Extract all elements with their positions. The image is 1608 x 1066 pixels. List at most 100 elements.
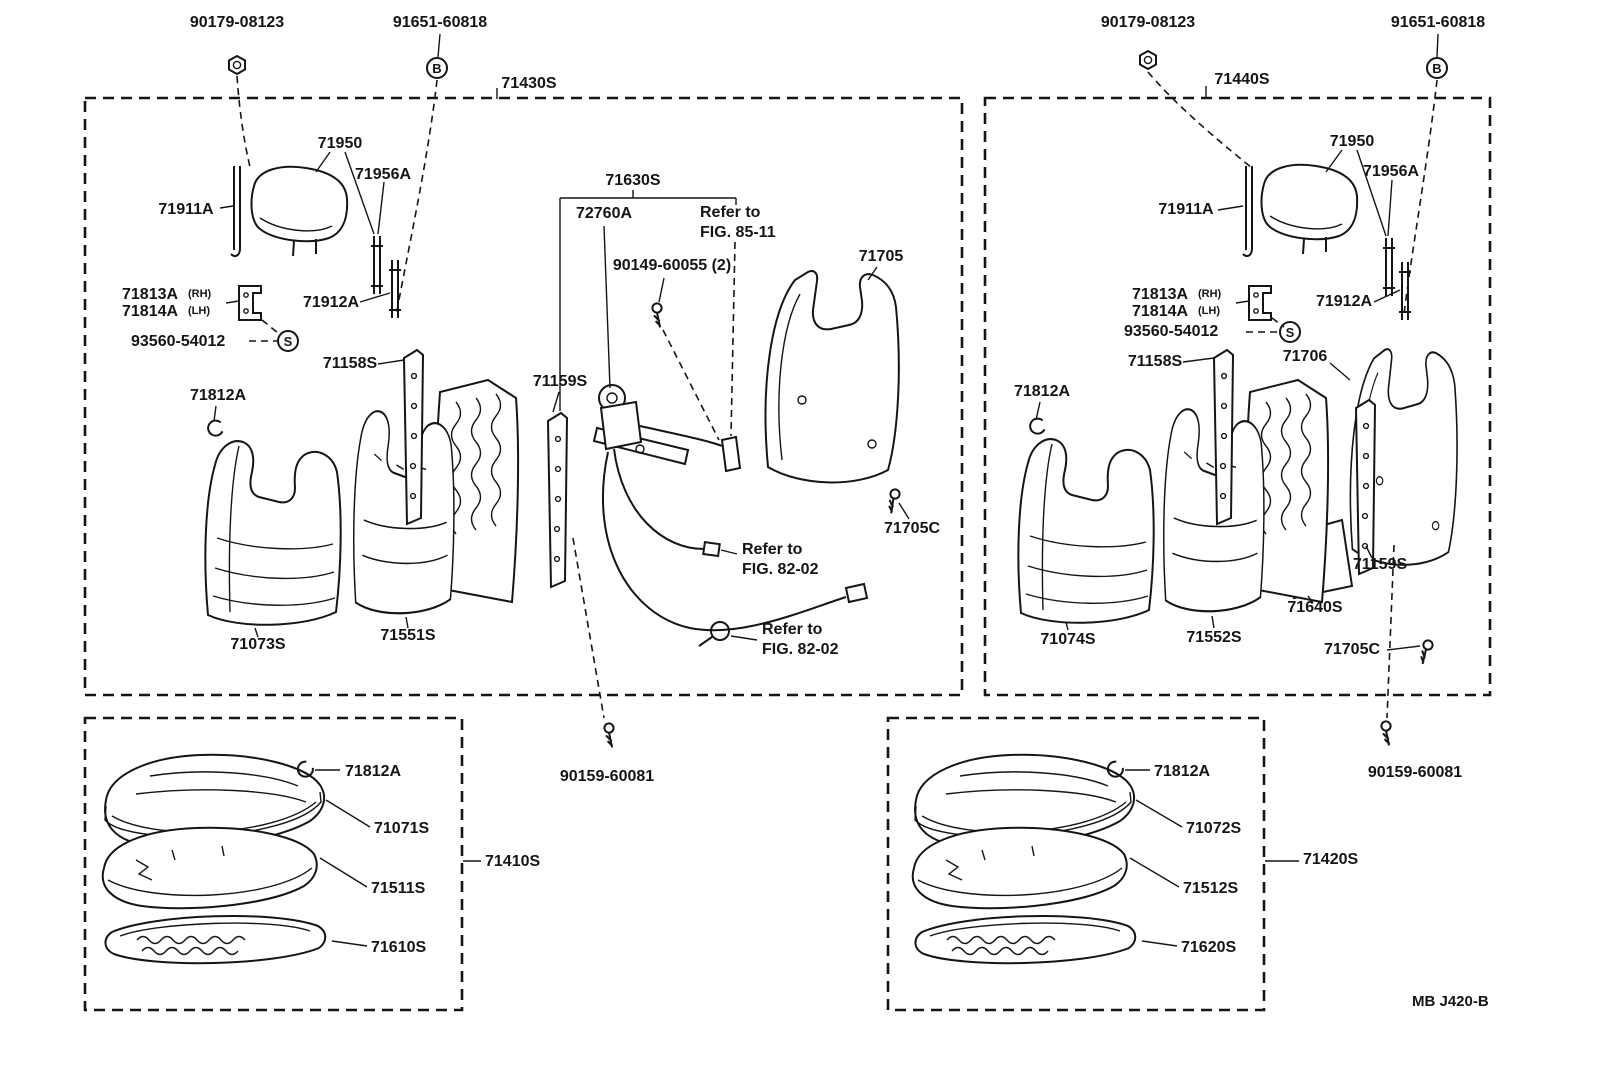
bracket-71813a: [1248, 285, 1272, 321]
part-label-rail-outer: 71159S: [533, 373, 588, 390]
part-label-screw-pair: 90149-60055 (2): [613, 257, 731, 274]
leader-lines: [1035, 33, 1439, 651]
part-label-headrest: 71950: [318, 135, 363, 152]
part-label-back-pad: 71551S: [380, 627, 435, 644]
cushion-stack: [911, 753, 1137, 965]
part-label-back-cover: 71074S: [1040, 631, 1095, 648]
right-cushion-assembly: 71812A 71072S 71420S 71512S 71620S: [911, 753, 1358, 965]
motor-72760a: [592, 384, 690, 466]
connector: [720, 435, 742, 473]
headrest-stay-71911a: [230, 165, 241, 257]
part-label-headrest-stay: 71911A: [1158, 201, 1214, 218]
part-label-cushion-spring: 71620S: [1181, 939, 1236, 956]
side-frame-71159s: [547, 412, 568, 588]
part-label-cushion-pad: 71512S: [1183, 880, 1238, 897]
part-label-recliner: 71630S: [605, 172, 660, 189]
part-label-board-screw: 71705C: [884, 520, 940, 537]
left-back-assembly: B S 90179-08123 91651-60818 71430S 71950…: [122, 14, 940, 785]
support-71912a: [388, 259, 402, 319]
part-label-rail-inner: 71158S: [323, 355, 378, 372]
refer-note: Refer to: [700, 204, 761, 221]
screw-90159: [1375, 719, 1396, 747]
part-label-board-screw: 71705C: [1324, 641, 1380, 658]
part-label-back-pad: 71552S: [1186, 629, 1241, 646]
bracket-71813a: [238, 285, 262, 321]
hog-ring-71812a: [1027, 415, 1048, 437]
back-board-71705: [764, 270, 900, 484]
part-label-headrest-support: 71956A: [1363, 163, 1419, 180]
hog-ring-71812a: [205, 417, 226, 439]
part-label-bracket-rh: 71813A: [1132, 286, 1188, 303]
s-symbol-circle: [277, 330, 299, 352]
refer-note: FIG. 82-02: [762, 641, 839, 658]
part-label-support: 71912A: [1316, 293, 1372, 310]
b-symbol: B: [432, 61, 441, 76]
b-symbol: B: [1432, 61, 1441, 76]
refer-note: FIG. 82-02: [742, 561, 819, 578]
side-frame-71158s: [1213, 349, 1234, 525]
connector: [844, 582, 869, 604]
part-label-motor: 72760A: [576, 205, 632, 222]
part-label-bolt: 91651-60818: [393, 14, 487, 31]
part-label-headrest-support: 71956A: [355, 166, 411, 183]
right-back-assembly: B S 90179-08123 91651-60818 71440S 71950…: [1014, 14, 1485, 781]
b-symbol-circle: [1426, 57, 1448, 79]
part-label-back-board: 71705: [859, 248, 904, 265]
back-pad-71552s: [1162, 408, 1265, 613]
part-label-hog-ring: 71812A: [190, 387, 246, 404]
assembly-boxes: [83, 96, 1492, 1012]
right-cushion-box: [886, 716, 1266, 1012]
leader-lines: [213, 33, 910, 641]
part-label-nut: 90179-08123: [1101, 14, 1195, 31]
headrest-support-71956a: [1382, 237, 1396, 297]
part-label-headrest-stay: 71911A: [158, 201, 214, 218]
part-label-hog-ring: 71812A: [1154, 763, 1210, 780]
screw-90149: [646, 301, 667, 329]
dashed-leads: [1147, 71, 1438, 719]
part-label-headrest: 71950: [1330, 133, 1375, 150]
leader-lines: [315, 769, 481, 947]
part-label-spring-board: 71640S: [1287, 599, 1342, 616]
side-note-lh: (LH): [188, 305, 210, 317]
part-label-rail-inner: 71158S: [1128, 353, 1183, 370]
screw-71705c: [1411, 637, 1439, 665]
part-label-hog-ring: 71812A: [345, 763, 401, 780]
headrest-71950: [1260, 163, 1359, 255]
screw-90159: [598, 721, 619, 749]
assembly-label-71430s: 71430S: [501, 75, 556, 92]
part-label-bracket-lh: 71814A: [1132, 303, 1188, 320]
part-label-rail-outer: 71159S: [1353, 556, 1408, 573]
leader-lines: [1125, 769, 1299, 947]
dashed-leads: [236, 75, 736, 719]
side-note-rh: (RH): [188, 288, 212, 300]
side-frame-71159s: [1355, 399, 1376, 575]
part-label-hog-ring: 71812A: [1014, 383, 1070, 400]
refer-note: Refer to: [762, 621, 823, 638]
part-label-cushion-cover: 71071S: [374, 820, 429, 837]
part-label-clip: 93560-54012: [131, 333, 225, 350]
headrest-support-71956a: [370, 235, 384, 295]
part-label-cushion-spring: 71610S: [371, 939, 426, 956]
part-label-cushion-cover: 71072S: [1186, 820, 1241, 837]
s-symbol: S: [284, 334, 293, 349]
refer-note: FIG. 85-11: [700, 224, 776, 241]
connector: [702, 540, 721, 558]
back-cover-71073s: [204, 440, 342, 626]
part-label-bracket-lh: 71814A: [122, 303, 178, 320]
part-label-bolt: 91651-60818: [1391, 14, 1485, 31]
refer-note: Refer to: [742, 541, 803, 558]
headrest-stay-71911a: [1242, 165, 1253, 257]
headrest-71950: [250, 165, 349, 257]
side-frame-71158s: [403, 349, 424, 525]
s-symbol-circle: [1279, 321, 1301, 343]
part-label-clip: 93560-54012: [1124, 323, 1218, 340]
wiring-harness: [601, 425, 869, 647]
b-symbol-circle: [426, 57, 448, 79]
back-cover-71074s: [1017, 438, 1155, 624]
assembly-label-71410s: 71410S: [485, 853, 540, 870]
part-label-back-board: 71706: [1283, 348, 1328, 365]
nut-90179: [228, 55, 246, 75]
part-label-support: 71912A: [303, 294, 359, 311]
